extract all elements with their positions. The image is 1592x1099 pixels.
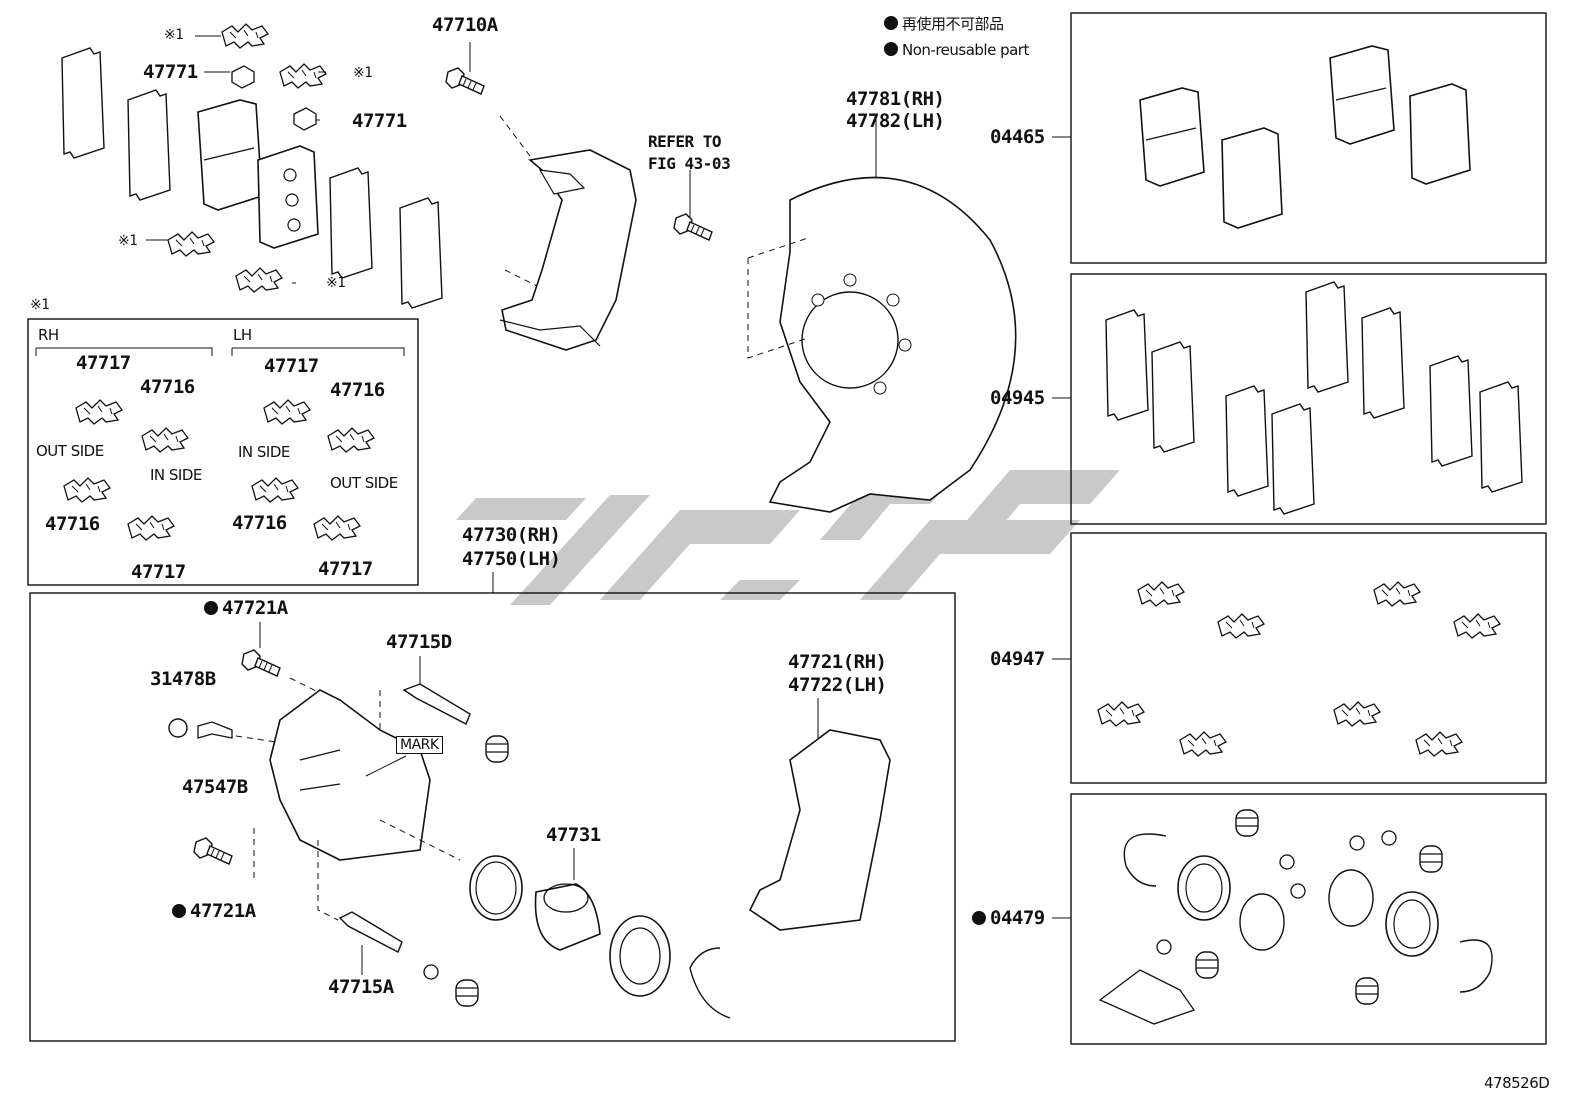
part-31478B[interactable]: 31478B [150,668,216,690]
part-47721A-top[interactable]: 47721A [204,599,288,618]
shim-detail-box [27,318,419,586]
part-47731[interactable]: 47731 [546,824,601,846]
shim-lh-47717-b[interactable]: 47717 [318,558,373,580]
kit-04465[interactable]: 04465 [990,126,1045,148]
part-47721-rh[interactable]: 47721(RH) [788,651,887,673]
mark-label: MARK [396,736,443,754]
shim-lh-in-side: IN SIDE [238,443,290,461]
part-47547B[interactable]: 47547B [182,776,248,798]
kit-04479-text: 04479 [990,907,1045,929]
shim-rh-47716[interactable]: 47716 [140,376,195,398]
part-47722-lh[interactable]: 47722(LH) [788,674,887,696]
shim-rh-out-side: OUT SIDE [36,442,104,460]
ref-mark-4: ※1 [326,275,346,291]
shim-rh-47717-b[interactable]: 47717 [131,561,186,583]
shim-lh-out-side: OUT SIDE [330,474,398,492]
non-reusable-dot-icon [972,911,986,925]
shim-box-title: ※1 [30,297,50,313]
part-47715D[interactable]: 47715D [386,631,452,653]
refer-to-line2[interactable]: FIG 43-03 [648,154,731,173]
kit-boxes [1052,12,1547,1045]
part-47771-a[interactable]: 47771 [143,61,198,83]
kit-04947[interactable]: 04947 [990,648,1045,670]
legend-jp-text: 再使用不可部品 [902,15,1004,33]
shim-box-rh: RH [38,326,59,344]
caliper-bracket-upper [445,42,713,351]
non-reusable-dot-icon [172,904,186,918]
ref-mark-2: ※1 [353,65,373,81]
shim-lh-47717[interactable]: 47717 [264,355,319,377]
caliper-assembly-box [29,572,956,1042]
part-47721A-bottom-text: 47721A [190,900,256,922]
part-47730-rh[interactable]: 47730(RH) [462,524,561,546]
part-47750-lh[interactable]: 47750(LH) [462,548,561,570]
shim-rh-47717[interactable]: 47717 [76,352,131,374]
shim-rh-47716-b[interactable]: 47716 [45,513,100,535]
dust-shield [747,116,1017,513]
part-47721A-top-text: 47721A [222,597,288,619]
legend-en-text: Non-reusable part [902,41,1029,59]
legend-japanese: 再使用不可部品 [884,16,1004,32]
kit-04945[interactable]: 04945 [990,387,1045,409]
figure-code: 478526D [1484,1074,1550,1092]
shim-box-lh: LH [233,326,252,344]
pads-group-top-left [61,23,443,309]
part-47771-b[interactable]: 47771 [352,110,407,132]
shim-rh-in-side: IN SIDE [150,466,202,484]
ref-mark-1: ※1 [164,27,184,43]
non-reusable-dot-icon [204,601,218,615]
non-reusable-dot-icon [884,16,898,30]
part-47782-lh[interactable]: 47782(LH) [846,110,945,132]
legend-english: Non-reusable part [884,42,1029,58]
non-reusable-dot-icon [884,42,898,56]
ref-mark-3: ※1 [118,233,138,249]
part-47710A[interactable]: 47710A [432,14,498,36]
refer-to-line1: REFER TO [648,132,722,151]
part-47781-rh[interactable]: 47781(RH) [846,88,945,110]
part-47715A[interactable]: 47715A [328,976,394,998]
shim-lh-47716-b[interactable]: 47716 [232,512,287,534]
shim-lh-47716[interactable]: 47716 [330,379,385,401]
part-47721A-bottom[interactable]: 47721A [172,902,256,921]
kit-04479[interactable]: 04479 [972,909,1045,928]
